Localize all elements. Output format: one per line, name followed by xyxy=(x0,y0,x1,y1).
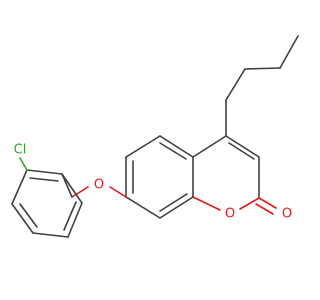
bond-ar-5 xyxy=(67,202,83,238)
bond-ar-3-inner xyxy=(19,203,38,228)
bond-c7-c8 xyxy=(125,196,161,219)
bond-ar-5-inner xyxy=(63,201,77,231)
bond-o1-c8a xyxy=(192,196,221,211)
bond-ar-1 xyxy=(26,169,63,175)
chlorophenyl-ring xyxy=(11,157,83,238)
bond-c4-c3 xyxy=(225,135,260,158)
bond-ar-6 xyxy=(61,173,83,204)
bond-ar-3 xyxy=(11,203,34,234)
bond-ar-4 xyxy=(32,232,69,238)
ether-linkage xyxy=(61,173,127,198)
bond-c2-carbonyl-inner xyxy=(255,203,274,215)
carbonyl-oxygen-label: O xyxy=(282,207,292,222)
bond-c4-c3-inner xyxy=(228,142,255,160)
molecule-structure: Cl O O O xyxy=(11,35,299,238)
coumarin-core xyxy=(125,135,277,219)
bond-c4a-c5 xyxy=(159,135,194,158)
bond-c8-c8a-inner xyxy=(159,193,188,212)
bond-c4a-c4 xyxy=(192,135,227,158)
ring-oxygen-label: O xyxy=(225,207,235,222)
bond-ch2-ring xyxy=(61,173,73,198)
bond-c2-carbonyl xyxy=(258,197,277,209)
bond-c5-c6 xyxy=(125,135,161,158)
ether-oxygen-label: O xyxy=(94,178,104,193)
bond-c2-o1 xyxy=(239,197,260,210)
bond-c7-o xyxy=(109,186,127,198)
bond-ar-2 xyxy=(11,169,28,205)
bond-c8-c8a xyxy=(159,196,194,219)
bond-butyl-2 xyxy=(225,68,246,101)
butyl-chain xyxy=(225,35,299,137)
bond-c-cl xyxy=(19,157,28,171)
bond-ar-1-inner xyxy=(29,177,59,182)
bond-c4a-c5-inner xyxy=(159,142,187,160)
chlorine-label: Cl xyxy=(14,143,27,158)
bond-butyl-3 xyxy=(244,67,281,70)
bond-butyl-4 xyxy=(279,35,299,69)
bond-o-ch2 xyxy=(71,186,89,198)
